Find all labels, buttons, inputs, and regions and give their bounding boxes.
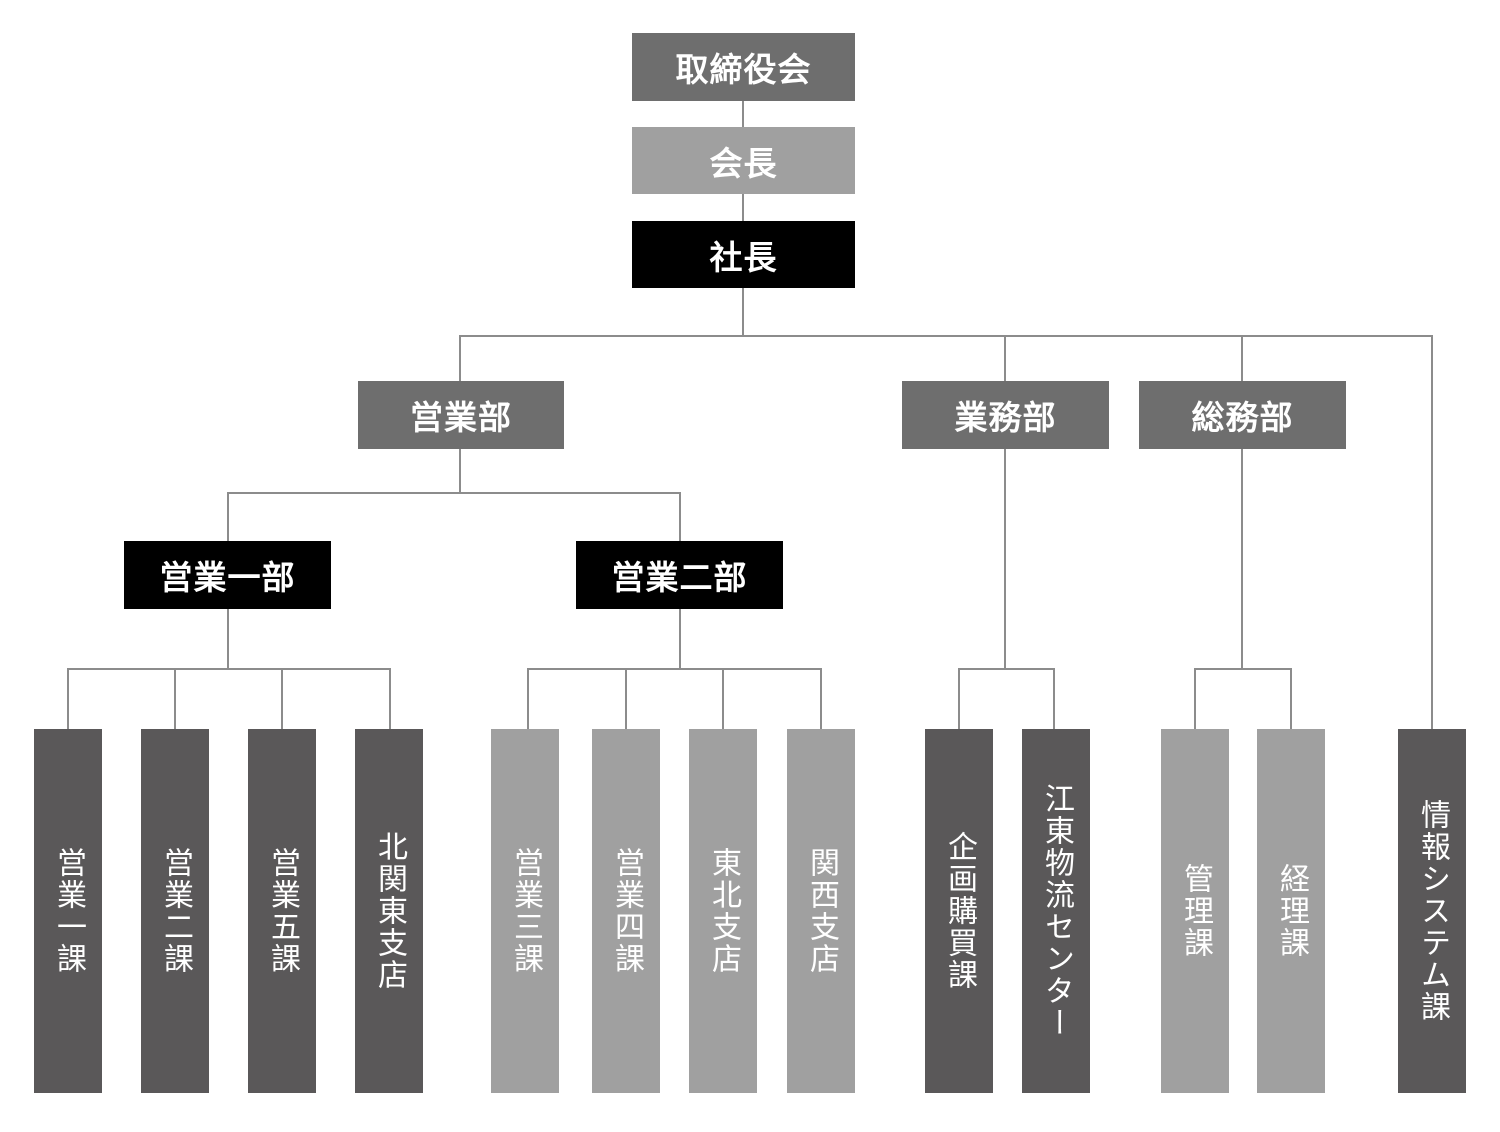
connector-line [227, 492, 681, 494]
sales-section-5-box: 営業五課 [248, 729, 316, 1093]
kansai-branch-label: 関西支店 [804, 847, 839, 975]
connector-line [820, 668, 822, 730]
connector-line [389, 668, 391, 730]
sales-section-5-label: 営業五課 [265, 847, 300, 975]
planning-purchasing-section-box: 企画購買課 [925, 729, 993, 1093]
koto-logistics-center-box: 江東物流センター [1022, 729, 1090, 1093]
sales-division-1-box: 営業一部 [124, 541, 331, 609]
operations-department-box: 業務部 [902, 381, 1109, 449]
sales-department-box: 営業部 [358, 381, 564, 449]
sales-section-3-label: 営業三課 [508, 847, 543, 975]
president-box: 社長 [632, 221, 855, 288]
sales-section-4-box: 営業四課 [592, 729, 660, 1093]
connector-line [67, 668, 69, 730]
sales-section-4-label: 営業四課 [609, 847, 644, 975]
connector-line [1194, 668, 1196, 730]
connector-line [679, 492, 681, 542]
connector-line [742, 287, 744, 337]
info-systems-section-box: 情報システム課 [1398, 729, 1466, 1093]
connector-line [281, 668, 283, 730]
connector-line [1194, 668, 1292, 670]
connector-line [227, 608, 229, 670]
koto-logistics-center-label: 江東物流センター [1039, 783, 1074, 1039]
board-of-directors-box: 取締役会 [632, 33, 855, 101]
north-kanto-branch-label: 北関東支店 [372, 831, 407, 991]
info-systems-section-label: 情報システム課 [1415, 799, 1450, 1023]
sales-section-3-box: 営業三課 [491, 729, 559, 1093]
kansai-branch-box: 関西支店 [787, 729, 855, 1093]
connector-line [174, 668, 176, 730]
management-section-box: 管理課 [1161, 729, 1229, 1093]
connector-line [527, 668, 529, 730]
north-kanto-branch-box: 北関東支店 [355, 729, 423, 1093]
connector-line [1241, 448, 1243, 670]
chairman-box: 会長 [632, 127, 855, 194]
management-section-label: 管理課 [1178, 863, 1213, 959]
connector-line [1431, 335, 1433, 731]
connector-line [679, 608, 681, 670]
sales-section-1-label: 営業一課 [51, 847, 86, 975]
tohoku-branch-label: 東北支店 [706, 847, 741, 975]
connector-line [459, 335, 1433, 337]
connector-line [459, 335, 461, 382]
connector-line [227, 492, 229, 542]
accounting-section-label: 経理課 [1274, 863, 1309, 959]
connector-line [742, 193, 744, 221]
connector-line [722, 668, 724, 730]
sales-section-1-box: 営業一課 [34, 729, 102, 1093]
tohoku-branch-box: 東北支店 [689, 729, 757, 1093]
sales-section-2-label: 営業二課 [158, 847, 193, 975]
general-affairs-department-box: 総務部 [1139, 381, 1346, 449]
connector-line [1053, 668, 1055, 730]
connector-line [958, 668, 1055, 670]
sales-section-2-box: 営業二課 [141, 729, 209, 1093]
connector-line [1290, 668, 1292, 730]
connector-line [1241, 335, 1243, 382]
connector-line [1004, 335, 1006, 382]
connector-line [527, 668, 822, 670]
connector-line [459, 448, 461, 494]
connector-line [67, 668, 391, 670]
accounting-section-box: 経理課 [1257, 729, 1325, 1093]
planning-purchasing-section-label: 企画購買課 [942, 831, 977, 991]
connector-line [625, 668, 627, 730]
sales-division-2-box: 営業二部 [576, 541, 783, 609]
connector-line [742, 100, 744, 128]
connector-line [1004, 448, 1006, 670]
connector-line [958, 668, 960, 730]
